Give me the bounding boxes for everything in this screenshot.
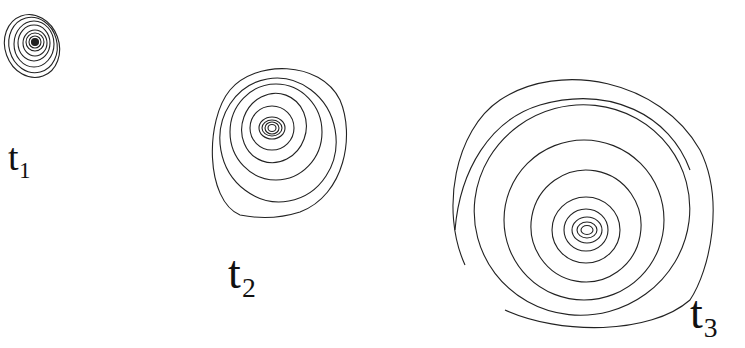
spiral-medium [210,69,346,218]
time-label: t₁ [8,138,32,176]
spiral-small [0,7,68,86]
time-label: t₂ [228,250,257,296]
time-label: t₃ [690,290,719,336]
spiral-large [451,80,714,340]
